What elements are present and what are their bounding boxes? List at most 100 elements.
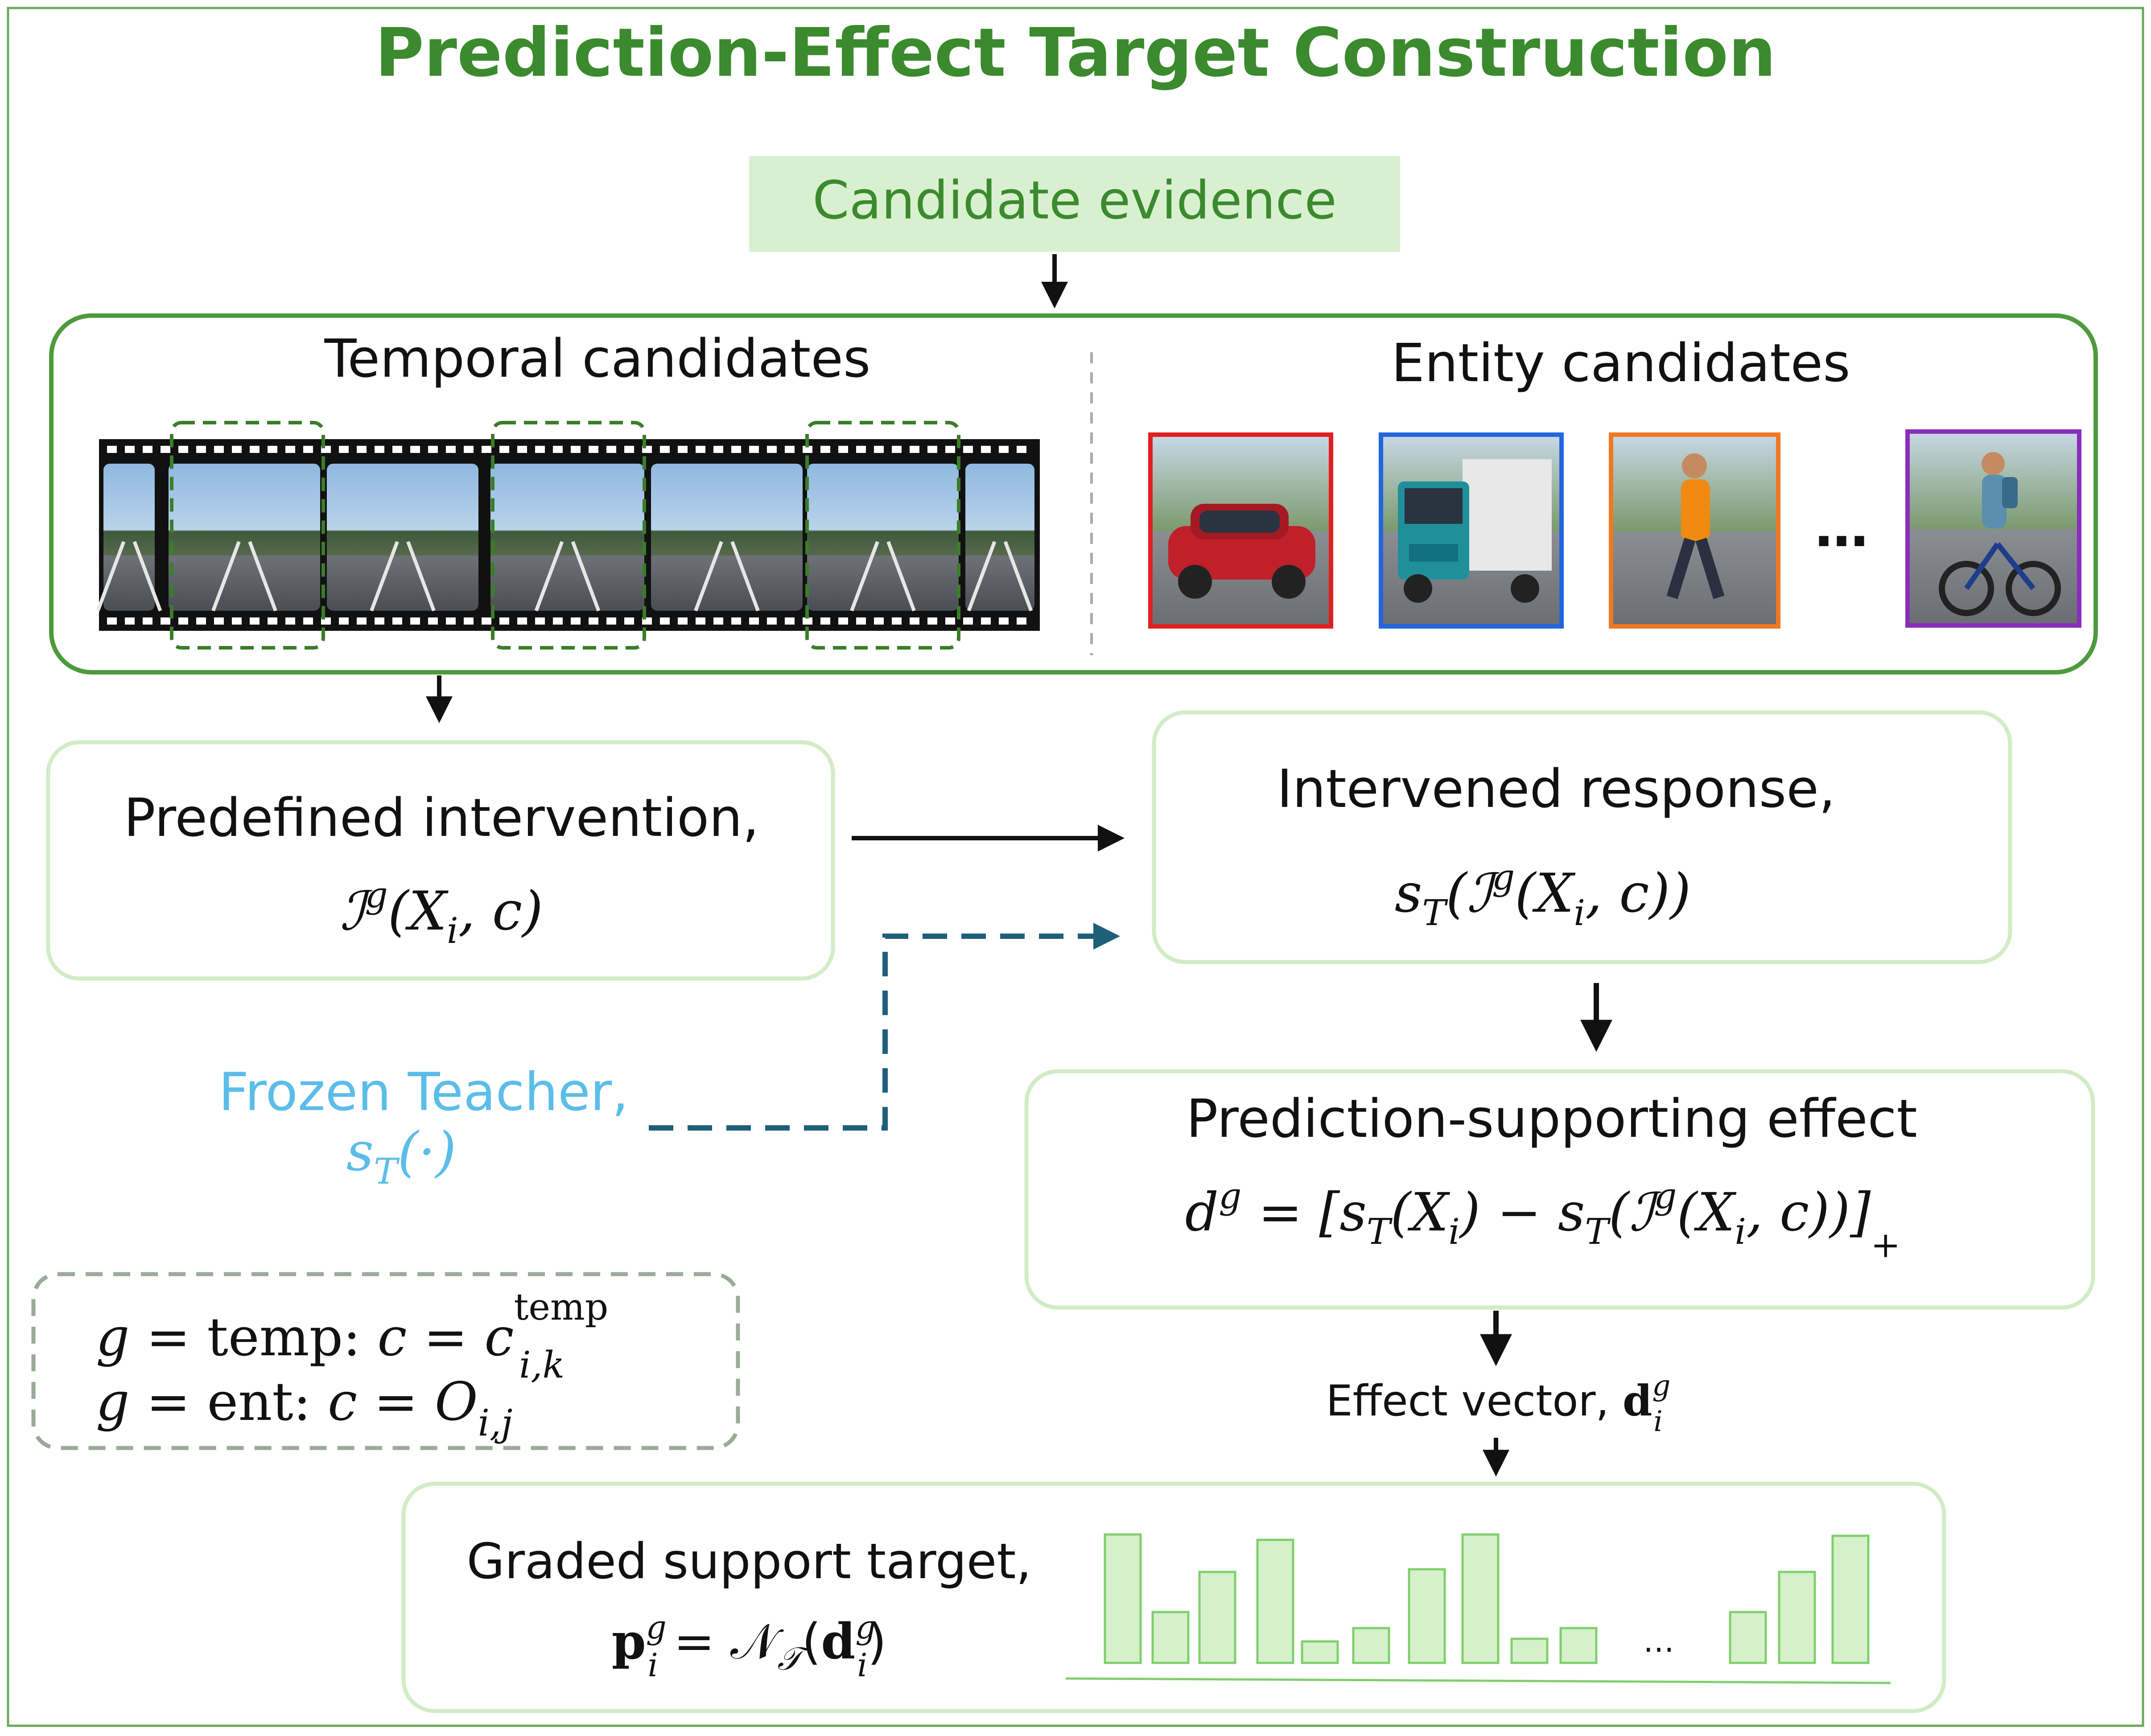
film-sprocket-hole [303, 617, 313, 625]
film-sprocket-hole [392, 446, 402, 453]
film-sprocket-hole [767, 617, 777, 625]
graded-bar [1461, 1533, 1500, 1664]
film-sprocket-hole [517, 617, 527, 625]
film-sprocket-hole [268, 617, 277, 625]
film-sprocket-hole [856, 617, 866, 625]
film-lane-marking [96, 541, 162, 612]
film-sprocket-hole [731, 617, 741, 625]
film-sprocket-hole [660, 617, 670, 625]
film-sprocket-hole [963, 617, 973, 625]
graded-bar [1301, 1640, 1339, 1664]
case-entity: g = ent: c = Oi,j [96, 1371, 512, 1444]
film-sprocket-hole [517, 446, 527, 453]
effect-formula: dg = [sT(Xi) − sT(ℐg(Xi, c))]+ [1185, 1175, 1901, 1266]
film-sprocket-hole [553, 617, 563, 625]
film-sprocket-hole [910, 617, 919, 625]
film-sprocket-hole [606, 446, 616, 453]
film-strip [96, 439, 1040, 631]
temporal-selection-3 [805, 421, 960, 650]
film-sprocket-hole [981, 617, 991, 625]
film-sprocket-hole [820, 446, 830, 453]
teacher-dashed-arrow [649, 923, 1120, 1131]
film-sprocket-hole [589, 617, 598, 625]
film-sprocket-hole [232, 617, 242, 625]
film-sprocket-hole [945, 617, 955, 625]
film-sprocket-hole [571, 446, 581, 453]
film-sprocket-hole [785, 446, 795, 453]
graded-bar-chart [1104, 1533, 1870, 1664]
film-sprocket-hole [874, 617, 884, 625]
candidate-evidence-label: Candidate evidence [812, 169, 1337, 231]
graded-bar [1151, 1611, 1190, 1664]
film-lane-marking [967, 541, 1033, 612]
film-sprocket-hole [410, 446, 420, 453]
film-sprocket-hole [624, 617, 634, 625]
film-lane-marking [211, 541, 277, 612]
film-sprocket-hole [285, 617, 295, 625]
response-formula: sT(ℐg(Xi, c)) [1395, 856, 1691, 934]
film-sprocket-hole [357, 617, 367, 625]
film-sprocket-hole [250, 617, 260, 625]
film-sprocket-hole [945, 446, 955, 453]
film-sprocket-hole [981, 446, 991, 453]
temporal-selection-1 [170, 421, 325, 650]
graded-bar [1831, 1534, 1870, 1664]
film-sprocket-hole [464, 617, 474, 625]
film-sprocket-hole [250, 446, 260, 453]
effect-label: Prediction-supporting effect [1186, 1088, 1917, 1149]
film-sprocket-hole [428, 446, 438, 453]
film-sprocket-hole [196, 617, 206, 625]
film-sprocket-hole [178, 617, 188, 625]
film-sprocket-hole [838, 617, 848, 625]
entity-ellipsis: … [1815, 497, 1868, 559]
film-sprocket-hole [339, 446, 349, 453]
film-sprocket-hole [161, 617, 170, 625]
film-lane-marking [370, 541, 436, 612]
intervention-formula: ℐg(Xi, c) [340, 874, 543, 951]
entity-thumbnail-cyclist [1905, 429, 2081, 628]
film-sprocket-hole [803, 617, 812, 625]
film-sprocket-hole [999, 617, 1009, 625]
graded-bar [1778, 1571, 1816, 1664]
film-sprocket-hole [767, 446, 777, 453]
film-frame [327, 464, 478, 611]
film-sprocket-hole [678, 446, 688, 453]
film-sprocket-hole [268, 446, 277, 453]
film-sprocket-hole [178, 446, 188, 453]
film-sprocket-hole [927, 446, 937, 453]
film-sprocket-hole [535, 617, 545, 625]
film-sprocket-hole [410, 617, 420, 625]
diagram-title: Prediction-Effect Target Construction [375, 14, 1776, 92]
film-sprocket-hole [464, 446, 474, 453]
film-sprocket-hole [482, 617, 491, 625]
outer-frame [7, 7, 2144, 1727]
film-sprocket-hole [446, 617, 456, 625]
film-sprocket-hole [749, 617, 759, 625]
film-sprocket-hole [143, 617, 152, 625]
film-sprocket-hole [499, 617, 509, 625]
film-sprocket-hole [713, 446, 723, 453]
film-sprocket-hole [214, 446, 224, 453]
film-lane-marking [534, 541, 601, 612]
film-sprocket-hole [678, 617, 688, 625]
film-sprocket-hole [803, 446, 812, 453]
film-sprocket-hole [999, 446, 1009, 453]
graded-bar [1510, 1637, 1549, 1664]
intervention-label: Predefined intervention, [124, 787, 759, 848]
response-label: Intervened response, [1277, 758, 1836, 819]
temporal-selection-2 [491, 421, 646, 650]
film-sprocket-hole [553, 446, 563, 453]
film-sprocket-hole [339, 617, 349, 625]
graded-bar [1256, 1539, 1294, 1664]
graded-bar [1729, 1611, 1767, 1664]
temporal-candidates-label: Temporal candidates [324, 328, 871, 389]
film-sprocket-hole [660, 446, 670, 453]
film-frame [651, 464, 803, 611]
film-sprocket-hole [125, 446, 135, 453]
film-sprocket-hole [375, 617, 384, 625]
film-lane-marking [694, 541, 760, 612]
film-sprocket-hole [303, 446, 313, 453]
